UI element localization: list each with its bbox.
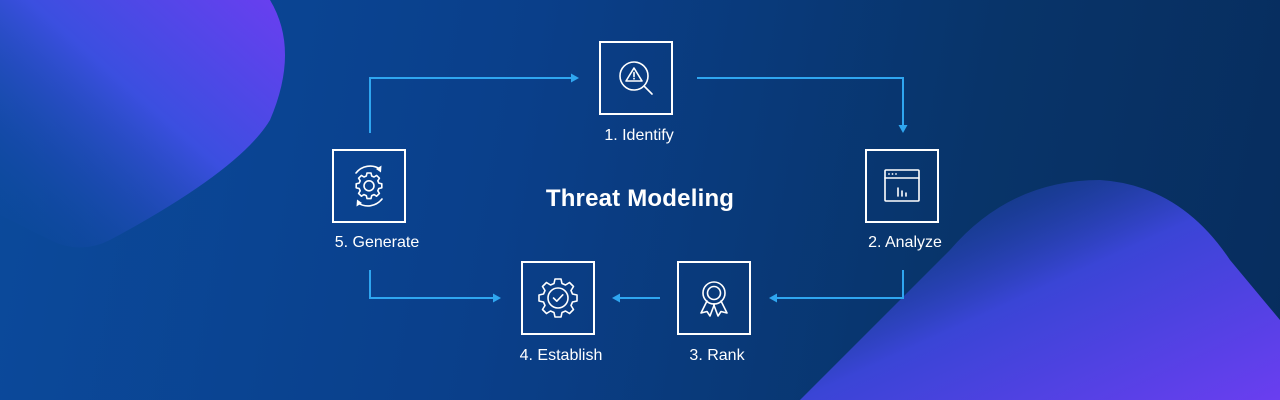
step-establish-box — [521, 261, 595, 335]
connector-analyze-to-rank — [776, 270, 904, 299]
top-left-decorative-blob — [0, 0, 285, 248]
connector-identify-to-analyze — [697, 77, 904, 126]
step-generate-box — [332, 149, 406, 223]
award-ribbon-icon — [700, 281, 728, 317]
connector-generate-to-establish — [369, 270, 494, 299]
gear-check-icon — [538, 278, 578, 318]
window-chart-icon — [884, 169, 920, 202]
diagram-title: Threat Modeling — [545, 185, 735, 212]
connector-generate-to-identify — [369, 77, 572, 133]
step-rank-box — [677, 261, 751, 335]
step-rank-label: 3. Rank — [689, 347, 745, 364]
arrowhead-to-rank — [769, 293, 777, 303]
arrowhead-from-generate — [493, 293, 501, 303]
bottom-right-decorative-blob — [800, 180, 1280, 400]
gear-cycle-icon — [355, 165, 383, 207]
step-analyze-label: 2. Analyze — [868, 234, 942, 251]
magnifier-warning-icon — [619, 61, 653, 95]
step-identify-box — [599, 41, 673, 115]
step-analyze-box — [865, 149, 939, 223]
arrowhead-to-establish — [612, 293, 620, 303]
arrowhead-to-identify — [571, 73, 579, 83]
arrowhead-to-analyze — [898, 125, 908, 133]
step-identify-label: 1. Identify — [604, 127, 674, 144]
step-establish-label: 4. Establish — [519, 347, 603, 364]
step-generate-label: 5. Generate — [334, 234, 420, 251]
